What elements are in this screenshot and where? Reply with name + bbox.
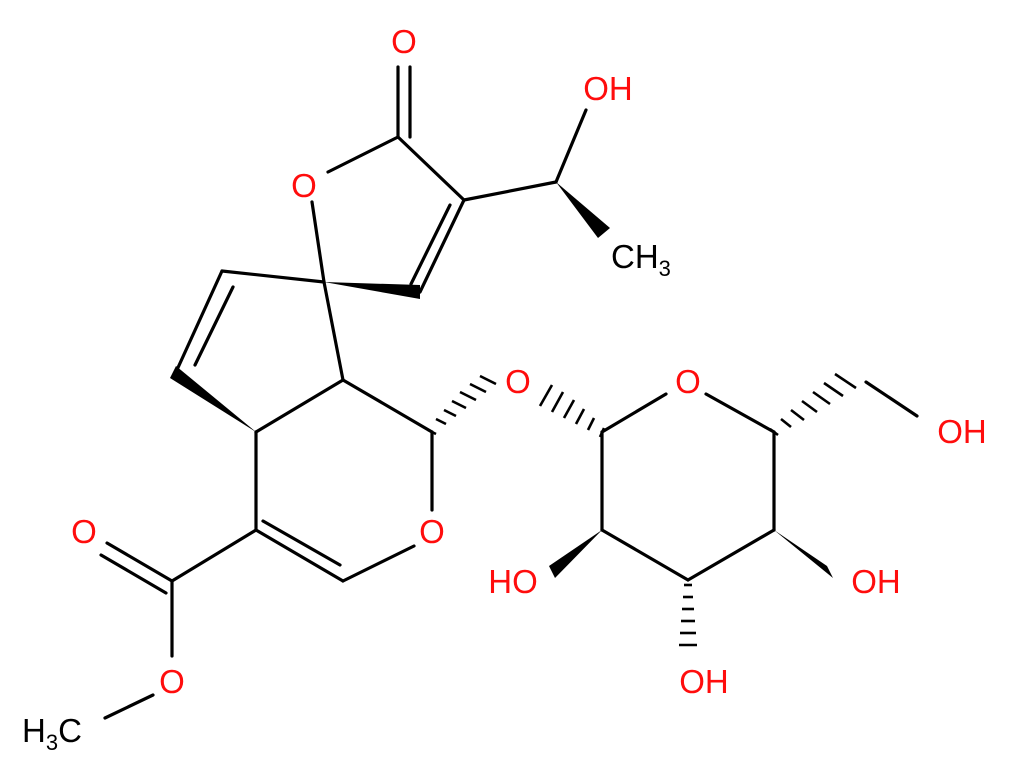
lactone-ring-oxygen: O (291, 167, 317, 204)
glycosidic-oxygen: O (505, 363, 531, 400)
bond-vinyl-double-a (174, 269, 224, 374)
bond-carbinol-oh (554, 108, 588, 184)
bond-ester-c-o-double-b (99, 553, 168, 595)
bond-ester-c-o-double-a (105, 541, 174, 583)
bond-ester-o-methyl (103, 693, 155, 720)
ester-carbonyl-oxygen: O (71, 513, 97, 550)
bond-anomeric-ring-o (600, 392, 668, 434)
hash-c5-c6 (769, 372, 857, 437)
bond-spiro-vinyl (220, 269, 326, 284)
ester-oxygen: O (159, 663, 185, 700)
wedge-bonds (170, 182, 833, 578)
bond-ring-o-c5 (704, 392, 776, 434)
wedge-c2-oh (549, 530, 602, 578)
wedge-spiro-alkene (324, 282, 420, 299)
sugar-ring-oxygen: O (675, 363, 701, 400)
hashed-bonds (427, 372, 857, 647)
ester-methyl: H3C (22, 712, 82, 755)
sugar-c4-hydroxyl: OH (851, 563, 901, 600)
bond-ring-o-spiro (310, 200, 326, 284)
bonds (99, 65, 919, 720)
sugar-c3-hydroxyl: OH (679, 663, 729, 700)
bond-c3-c2 (600, 528, 690, 582)
bond-c4-c3 (686, 528, 776, 582)
lactone-carbonyl-oxygen: O (391, 23, 417, 60)
bond-alkene-double-b (409, 203, 452, 286)
bond-spiro-junction (322, 280, 345, 382)
side-chain-hydroxyl: OH (583, 70, 633, 107)
bond-junction-acetal (341, 378, 434, 434)
bond-enol-double-a (254, 528, 345, 583)
sugar-c2-hydroxyl: HO (488, 563, 538, 600)
side-chain-methyl: CH3 (611, 238, 671, 281)
hash-acetal-glycosidic-o (427, 374, 497, 436)
bond-alkene-carbinol (462, 180, 558, 202)
bond-carbonyl-alkene (396, 135, 466, 202)
bond-enol-double-b (261, 519, 342, 567)
bond-vinyl-double-b (193, 285, 235, 367)
wedge-junction-vinyl (170, 366, 256, 432)
hash-anomeric-glycosidic-o (538, 384, 606, 438)
hydroxymethyl-hydroxyl: OH (937, 413, 987, 450)
bond-carbonyl-ring-o (326, 135, 400, 174)
bond-junction-junction (254, 378, 345, 434)
wedge-c4-oh (774, 530, 833, 578)
bond-ring-o-enol (341, 544, 416, 583)
bond-ring-ester-c (170, 528, 258, 583)
atom-labels: O OH O CH3 O O OH O O HO OH OH O H3C (22, 23, 987, 755)
bond-alkene-double-a (418, 198, 466, 294)
pyran-ring-oxygen: O (419, 513, 445, 550)
wedge-carbinol-methyl (556, 182, 610, 238)
hash-c3-oh (679, 583, 697, 647)
bond-c6-oh (864, 380, 919, 418)
